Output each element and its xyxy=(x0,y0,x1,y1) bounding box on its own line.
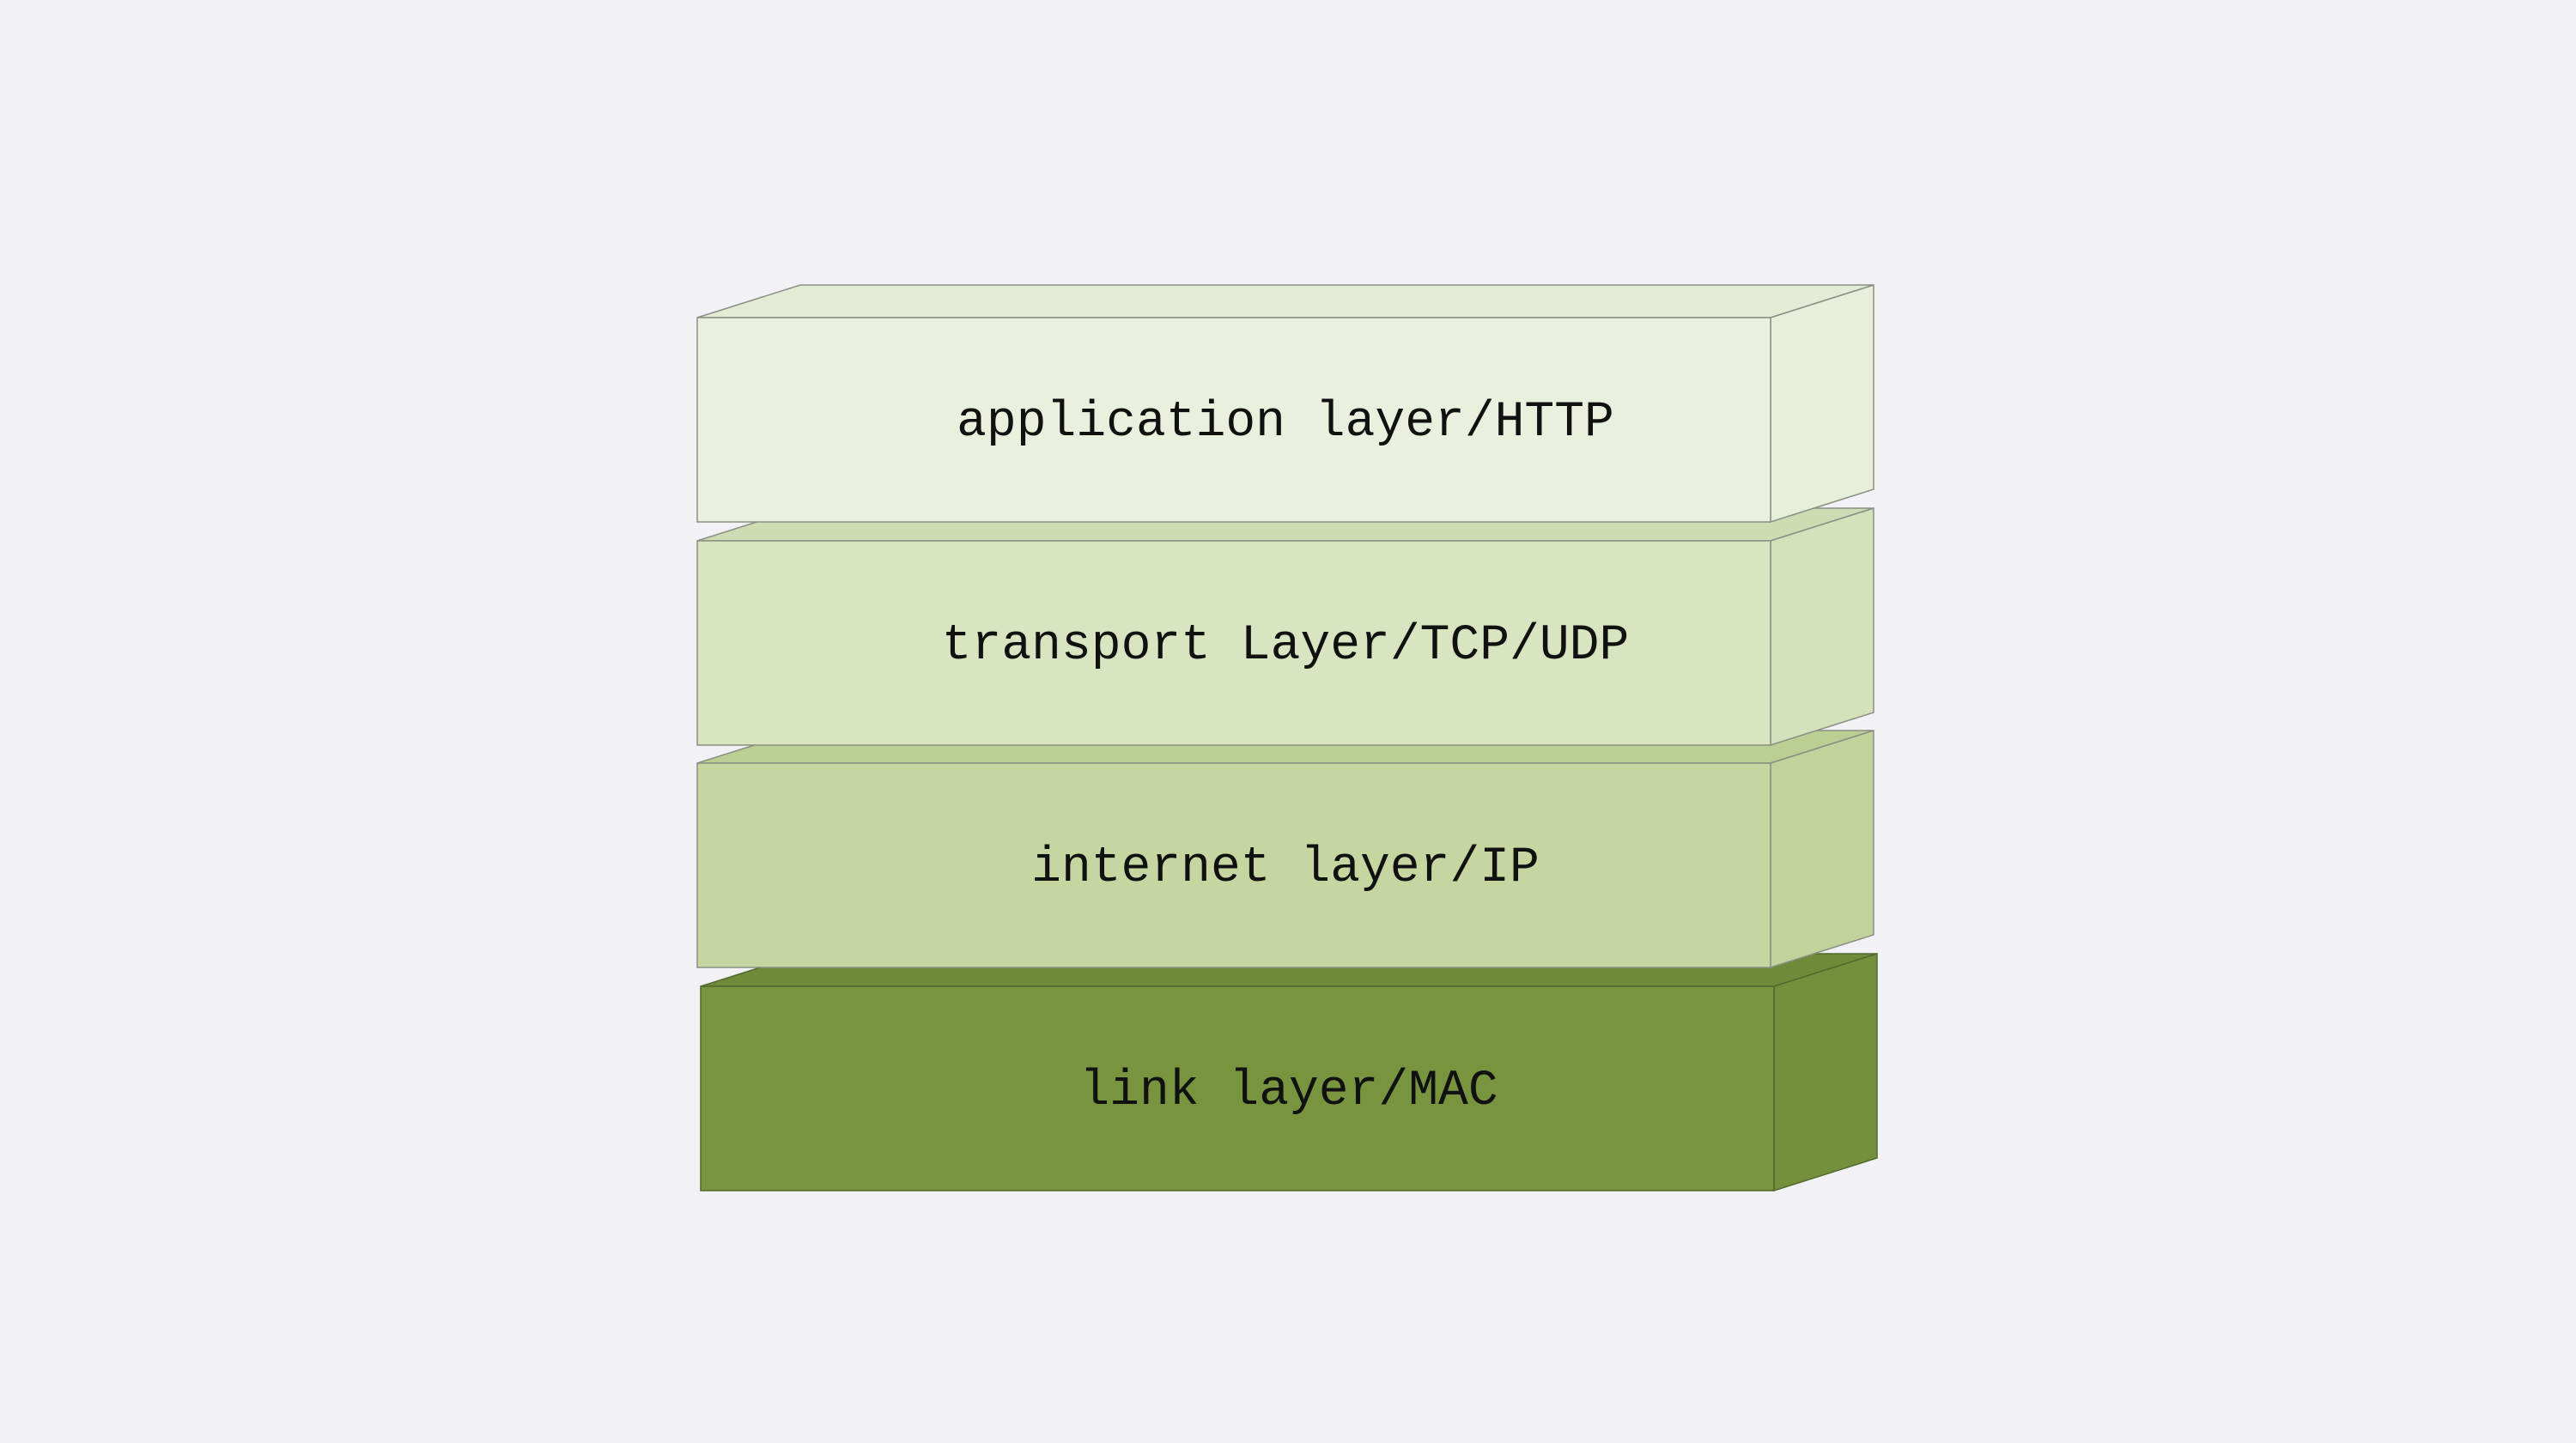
layer-internet: internet layer/IP xyxy=(696,729,1874,969)
layer-transport: transport Layer/TCP/UDP xyxy=(696,506,1874,747)
layer-transport-label: transport Layer/TCP/UDP xyxy=(942,618,1630,674)
layer-application-label: application layer/HTTP xyxy=(957,395,1614,451)
layer-application: application layer/HTTP xyxy=(696,283,1874,524)
layer-internet-label: internet layer/IP xyxy=(1031,840,1540,896)
layer-link-label: link layer/MAC xyxy=(1079,1064,1498,1119)
layer-transport-side-face xyxy=(1770,506,1874,747)
layer-link-front-face xyxy=(700,985,1775,1191)
layer-internet-side-face xyxy=(1770,729,1874,969)
layer-application-top-face xyxy=(696,284,1874,318)
layer-application-side-face xyxy=(1770,283,1874,524)
layer-transport-front-face xyxy=(696,540,1771,746)
layer-link-side-face xyxy=(1773,952,1878,1192)
layer-application-front-face xyxy=(696,317,1771,523)
layer-link: link layer/MAC xyxy=(700,952,1878,1192)
layer-internet-front-face xyxy=(696,762,1771,968)
